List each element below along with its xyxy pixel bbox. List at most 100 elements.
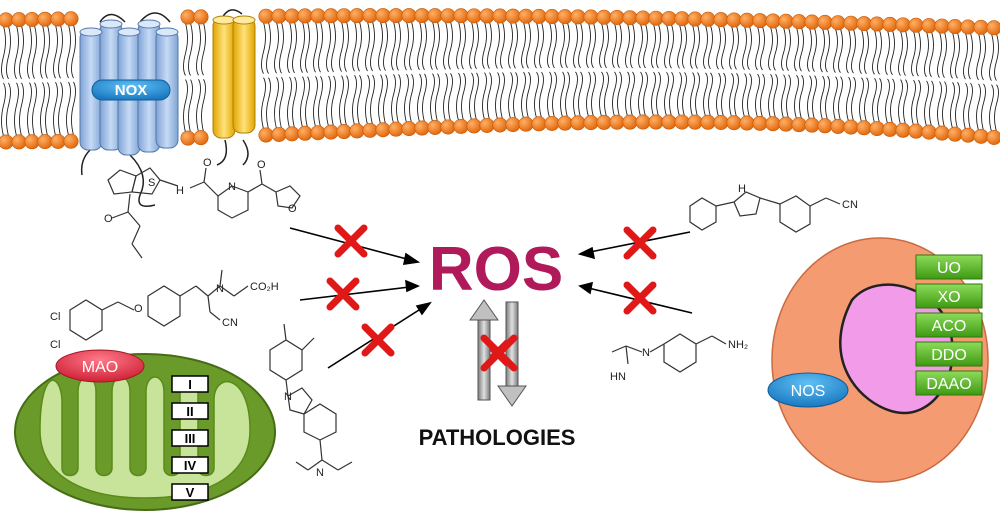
lipid-tail: [27, 82, 32, 136]
lipid-tail: [651, 24, 656, 69]
enzyme-label: XO: [937, 289, 960, 306]
lipid-tail: [690, 72, 695, 117]
lipid-head: [726, 115, 742, 131]
lipid-tail: [565, 71, 570, 118]
lipid-tail: [677, 72, 682, 117]
lipid-tail: [768, 74, 773, 118]
lipid-tail: [890, 30, 895, 76]
lipid-tail: [19, 25, 24, 79]
lipid-tail: [14, 25, 19, 79]
lipid-head: [570, 115, 586, 131]
atom-label: O: [104, 213, 113, 225]
atom-label: N: [642, 347, 650, 359]
lipid-head: [50, 11, 66, 27]
cross-icon: [623, 281, 657, 315]
lipid-tail: [682, 72, 687, 117]
lipid-tail: [261, 77, 266, 130]
lipid-tail: [786, 74, 791, 119]
lipid-head: [531, 8, 547, 24]
lipid-tail: [851, 76, 856, 122]
lipid-tail: [838, 28, 843, 73]
nh2-label: NH₂: [728, 339, 748, 351]
lipid-tail: [378, 21, 383, 71]
lipid-tail: [266, 77, 271, 130]
lipid-head: [856, 120, 872, 136]
lipid-tail: [261, 22, 266, 74]
lipid-tail: [625, 71, 630, 117]
lipid-tail: [6, 25, 11, 80]
lipid-tail: [287, 76, 292, 128]
lipid-tail: [916, 79, 921, 126]
lipid-head: [856, 16, 872, 32]
lipid-tail: [721, 72, 726, 117]
lipid-tail: [807, 75, 812, 120]
lipid-head: [310, 8, 326, 24]
lipid-tail: [66, 24, 71, 79]
pathologies-label: PATHOLOGIES: [419, 425, 576, 450]
lipid-tail: [188, 79, 193, 133]
lipid-head: [739, 115, 755, 131]
lipid-head: [622, 114, 638, 130]
lipid-head: [830, 15, 846, 31]
lipid-heads-bottom: [0, 114, 1000, 150]
lipid-tail: [630, 23, 635, 69]
lipid-head: [362, 122, 378, 138]
cooh-label: CO₂H: [250, 281, 279, 293]
lipid-tail: [430, 73, 435, 122]
lipid-tail: [578, 71, 583, 117]
lipid-tail: [955, 82, 960, 129]
lipid-head: [310, 125, 326, 141]
lipid-head: [375, 122, 391, 138]
lipid-tail: [461, 72, 466, 121]
lipid-tail: [807, 27, 812, 72]
lipid-head: [960, 19, 976, 35]
lipid-tail: [898, 30, 903, 76]
lipid-head: [869, 16, 885, 32]
lipid-head: [648, 114, 664, 130]
lipid-tail: [456, 21, 461, 70]
lipid-tail: [417, 73, 422, 123]
lipid-tail: [586, 71, 591, 117]
lipid-tail: [825, 28, 830, 73]
lipid-head: [674, 11, 690, 27]
lipid-tail: [183, 79, 188, 133]
lipid-tail: [45, 82, 50, 136]
lipid-head: [63, 11, 79, 27]
lipid-head: [388, 121, 404, 137]
lipid-tail: [370, 21, 375, 72]
lipid-tail: [747, 26, 752, 70]
lipid-tail: [755, 73, 760, 118]
lipid-head: [24, 11, 40, 27]
lipid-tail: [508, 72, 513, 119]
lipid-tail: [331, 21, 336, 73]
lipid-tail: [560, 22, 565, 69]
lipid-tail: [812, 27, 817, 72]
complex-label: II: [186, 404, 193, 419]
lipid-tail: [755, 26, 760, 71]
lipid-head: [492, 117, 508, 133]
lipid-tail: [357, 75, 362, 126]
lipid-tail: [526, 71, 531, 119]
lipid-tail: [924, 31, 929, 78]
lipid-tail: [669, 24, 674, 69]
lipid-tail: [313, 76, 318, 127]
lipid-head: [635, 114, 651, 130]
lipid-tail: [942, 31, 947, 78]
lipid-head: [895, 122, 911, 138]
lipid-tail: [942, 81, 947, 128]
lipid-tail: [71, 24, 76, 79]
lipid-head: [843, 119, 859, 135]
lipid-head: [518, 8, 534, 24]
atom-label: O: [134, 303, 143, 315]
lipid-tail: [742, 26, 747, 70]
lipid-tail: [495, 21, 500, 69]
lipid-tail: [534, 71, 539, 118]
lipid-tail: [448, 21, 453, 70]
lipid-tail: [825, 75, 830, 120]
lipid-tail: [482, 72, 487, 120]
lipid-head: [622, 10, 638, 26]
lipid-head: [791, 14, 807, 30]
lipid-head: [648, 10, 664, 26]
lipid-head: [908, 123, 924, 139]
lipid-head: [24, 134, 40, 150]
